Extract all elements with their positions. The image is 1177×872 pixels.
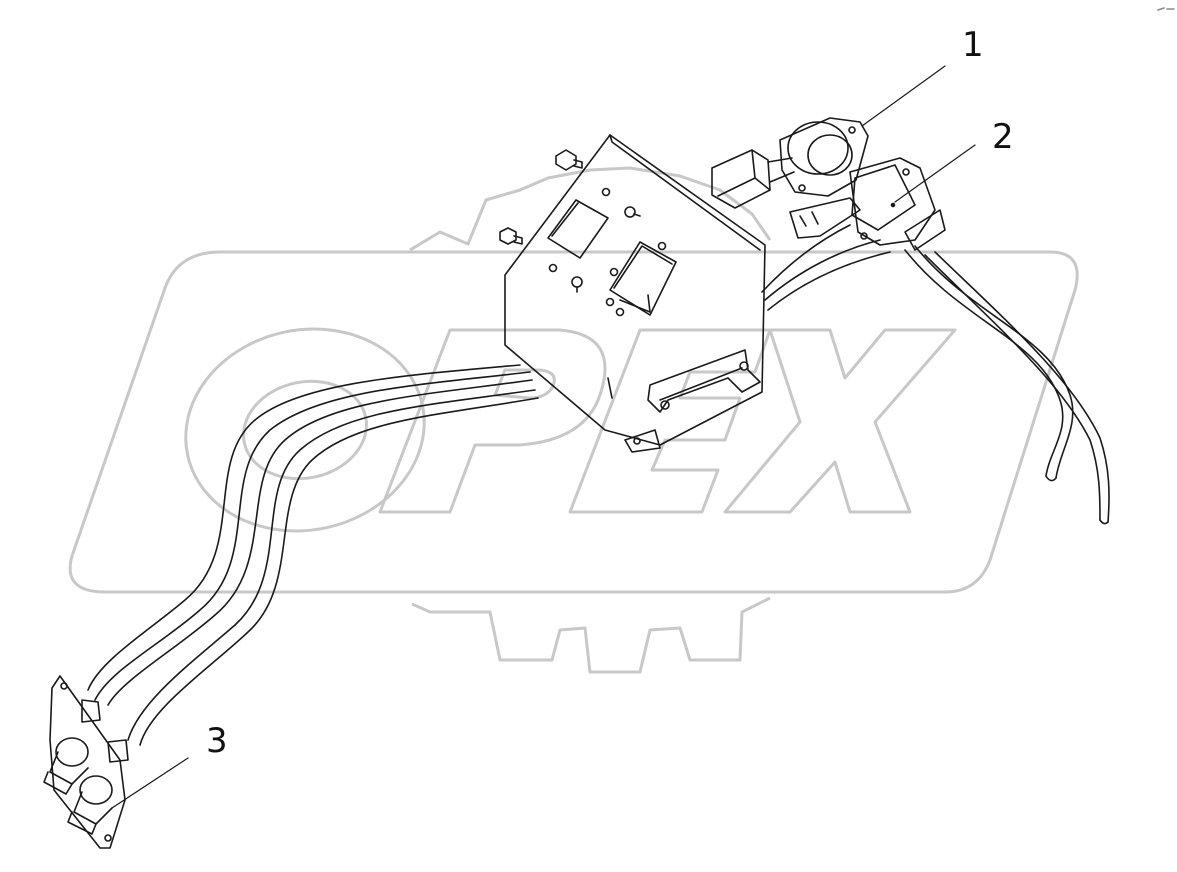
connector-plate (49, 675, 126, 849)
callout-label-3: 3 (206, 721, 228, 761)
connector-plug-2 (67, 739, 129, 835)
switch-2-lever (789, 197, 861, 239)
bolts (499, 149, 641, 293)
watermark-letter-e (568, 328, 772, 514)
bracket-flange (647, 349, 761, 413)
bracket-hole (605, 297, 615, 307)
callout-label-1: 1 (962, 25, 984, 65)
leader-line-2 (894, 144, 976, 203)
connector-bracket (43, 675, 129, 849)
watermark-letter-x (723, 328, 957, 514)
watermark-gear-icon (409, 166, 772, 674)
bolt-2 (499, 227, 523, 245)
bracket-cutout-1 (547, 199, 609, 259)
bolt-1 (555, 149, 583, 171)
mounting-bracket (504, 134, 766, 453)
bracket-hole (601, 187, 611, 197)
bracket-hole (615, 307, 625, 317)
watermark-letter-o-outer (184, 327, 426, 533)
watermark-badge (68, 250, 1079, 594)
callout-label-2: 2 (992, 117, 1014, 157)
connector-plug-1 (43, 699, 101, 795)
leader-lines (111, 65, 976, 809)
switch-1-knob (711, 149, 771, 209)
leader-line-1 (861, 65, 946, 127)
wire-harness-right (761, 224, 1110, 525)
bolt-3 (624, 206, 641, 218)
switch-2 (789, 157, 946, 251)
leader-line-3 (111, 757, 189, 809)
switch-2-body (851, 164, 916, 231)
bracket-hole (609, 267, 619, 277)
switch-2-plate (849, 157, 936, 246)
bracket-hole (548, 263, 558, 273)
technical-drawing (43, 7, 1175, 849)
switch-1-plate (779, 117, 869, 197)
wire-harness-left (87, 364, 539, 746)
bracket-hole (657, 241, 667, 251)
switch-1-body (787, 121, 849, 175)
watermark-logo (68, 166, 1079, 674)
bolt-4 (571, 276, 583, 293)
switch-2-connector (904, 209, 946, 251)
switch-1 (711, 117, 869, 209)
bracket-plate (504, 134, 766, 446)
watermark-letter-p (378, 328, 607, 514)
watermark-letter-o-inner (242, 379, 368, 481)
